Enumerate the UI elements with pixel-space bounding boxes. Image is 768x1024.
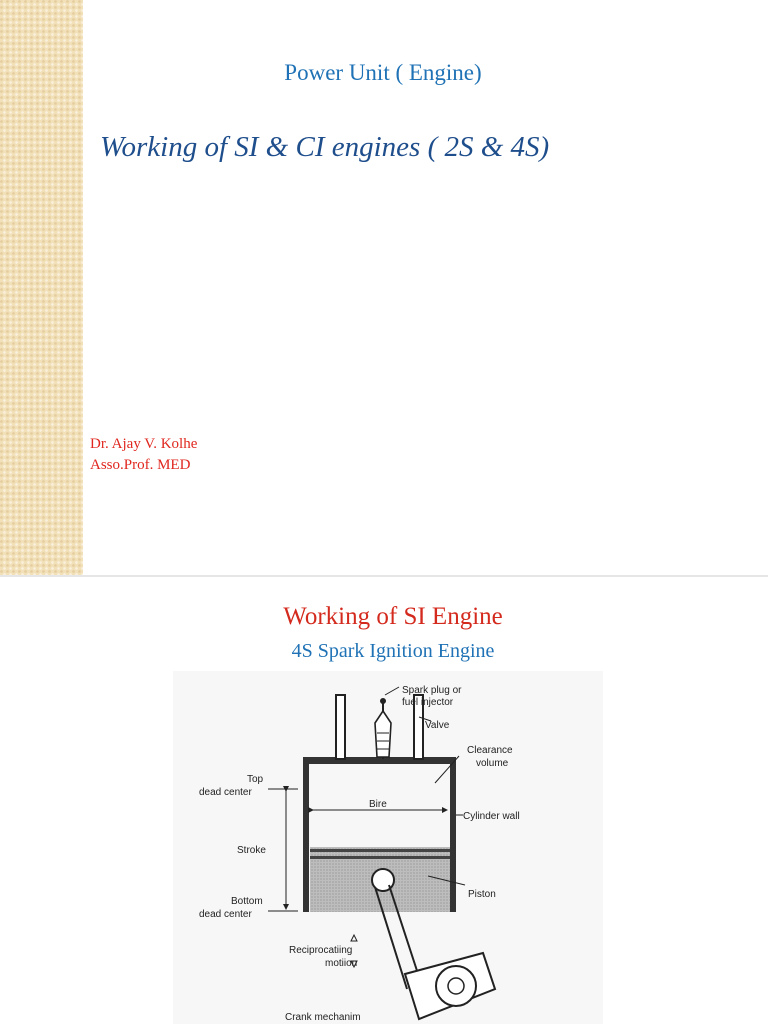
author-name: Dr. Ajay V. Kolhe — [90, 436, 198, 452]
label-valve: Valve — [425, 720, 450, 731]
label-bdc-1: Bottom — [231, 896, 263, 907]
slide-1-subtitle: Working of SI & CI engines ( 2S & 4S) — [100, 131, 550, 163]
label-cylinder-wall: Cylinder wall — [463, 811, 520, 822]
stroke-dimension — [268, 786, 298, 912]
spark-plug-shape — [374, 698, 392, 759]
slide-1: Power Unit ( Engine) Working of SI & CI … — [0, 0, 550, 576]
leader-lines — [384, 686, 466, 886]
label-tdc-2: dead center — [199, 787, 252, 798]
label-clearance-1: Clearance — [467, 745, 513, 756]
crank-mechanism-shape — [374, 884, 497, 1021]
slide-2-subtitle: 4S Spark Ignition Engine — [291, 640, 495, 662]
decorative-side-band — [0, 0, 83, 576]
label-bore: Bire — [369, 799, 387, 810]
reciprocating-arrows — [350, 933, 358, 969]
label-stroke: Stroke — [237, 845, 266, 856]
author-title: Asso.Prof. MED — [90, 457, 191, 473]
engine-diagram: Spark plug or fuel injector Valve Cleara… — [173, 671, 603, 1024]
cylinder-wall-shape — [303, 757, 456, 912]
label-crank: Crank mechanim — [285, 1012, 361, 1023]
valves-shape — [335, 694, 424, 760]
label-reciprocating-1: Reciprocatiing — [289, 945, 352, 956]
author-block: Dr. Ajay V. Kolhe Asso.Prof. MED — [90, 434, 197, 476]
label-reciprocating-2: motiion — [325, 958, 357, 969]
label-tdc-1: Top — [247, 774, 264, 785]
slide-divider — [0, 575, 768, 577]
label-piston: Piston — [468, 889, 496, 900]
label-bdc-2: dead center — [199, 909, 252, 920]
slide-1-title: Power Unit ( Engine) — [284, 60, 482, 85]
label-spark-plug-2: fuel injector — [402, 697, 454, 708]
label-clearance-2: volume — [476, 758, 509, 769]
slide-2-title: Working of SI Engine — [283, 603, 503, 630]
label-spark-plug-1: Spark plug or — [402, 685, 462, 696]
engine-diagram-svg: Spark plug or fuel injector Valve Cleara… — [199, 685, 520, 1023]
